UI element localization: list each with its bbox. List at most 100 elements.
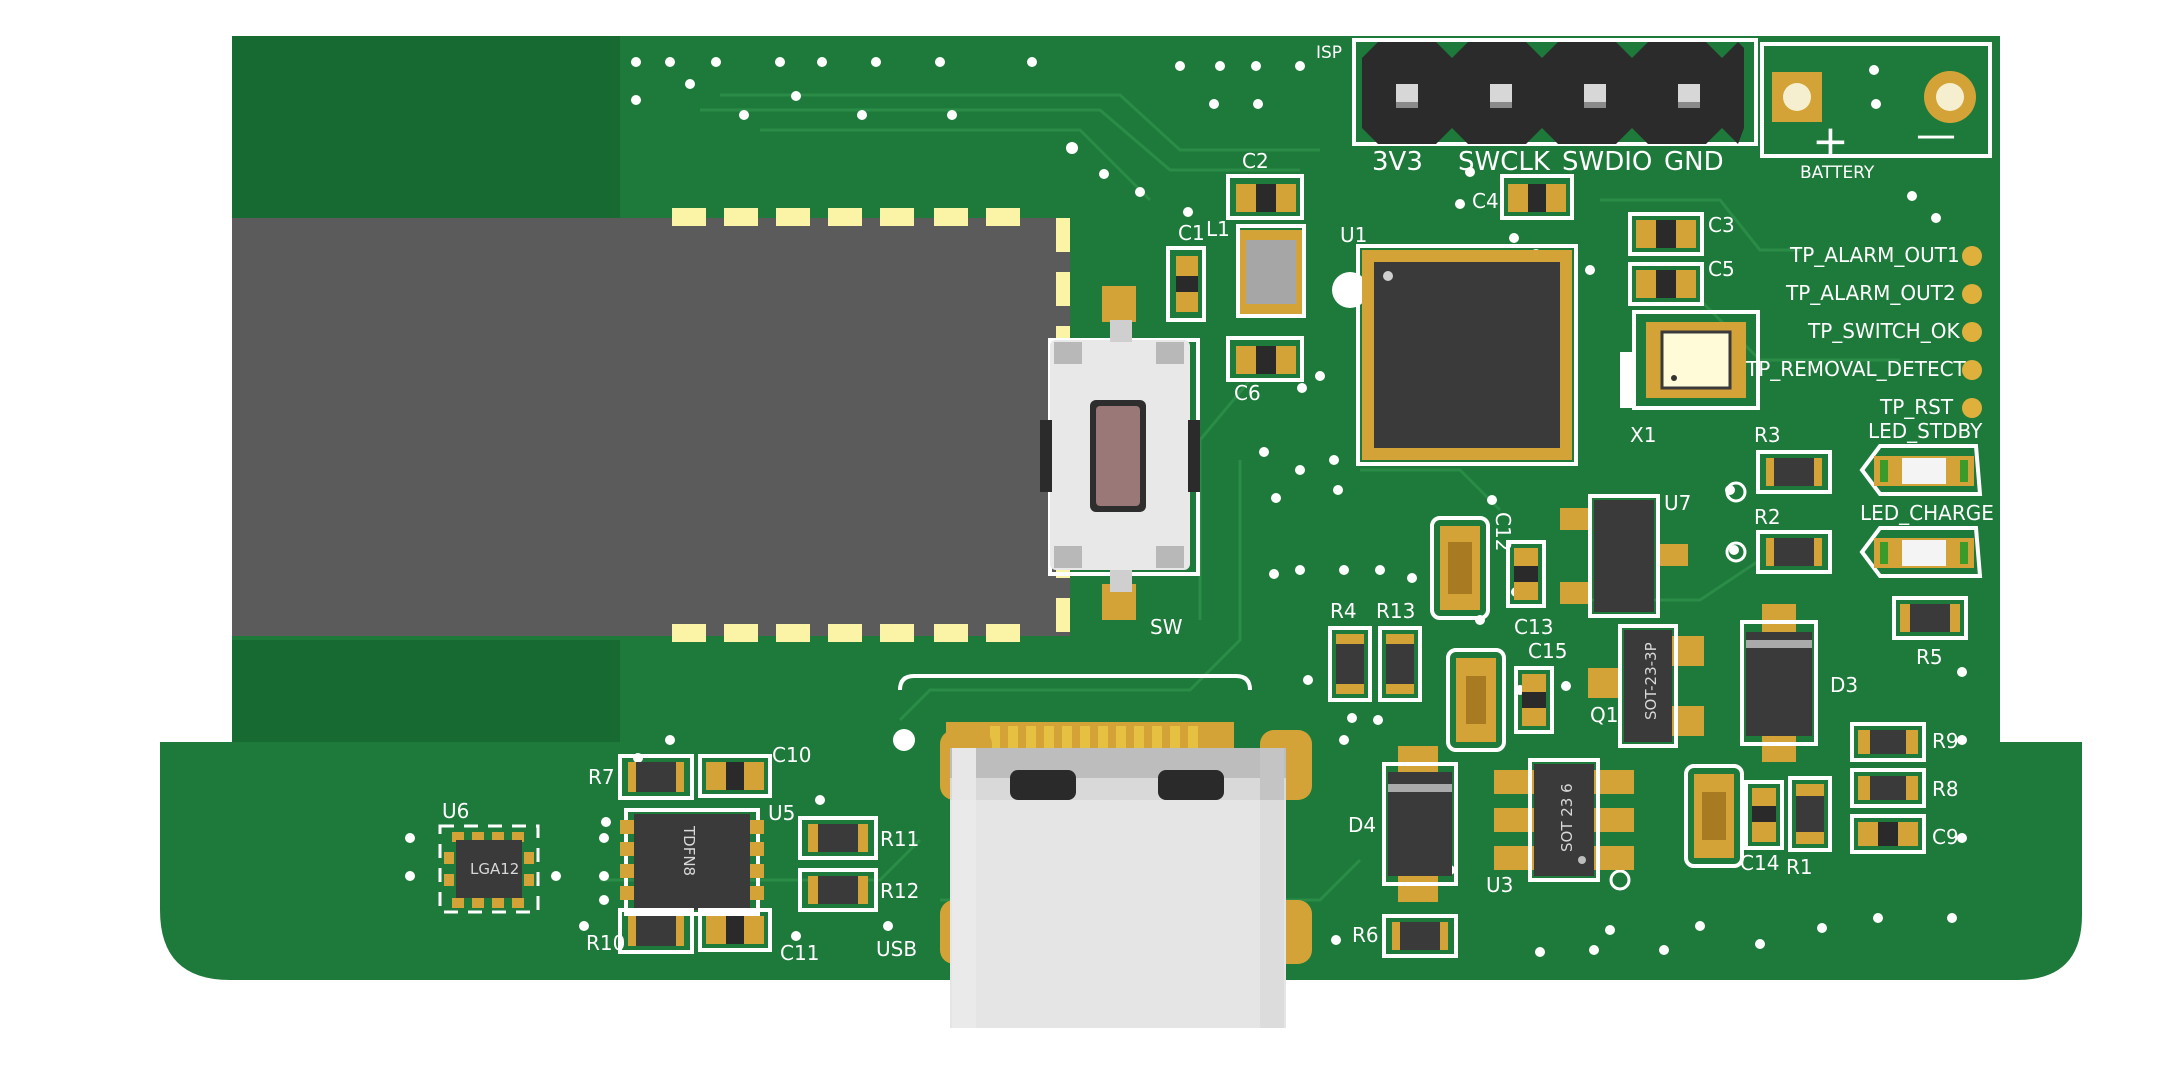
capacitor-c12 xyxy=(1506,540,1546,608)
pin-label-gnd: GND xyxy=(1664,147,1724,177)
chip-marking-u5: TDFN8 xyxy=(680,825,698,876)
copper-pour-region-lower xyxy=(232,640,620,742)
led-label-charge: LED_CHARGE xyxy=(1860,501,1994,525)
resistor-r7 xyxy=(618,754,694,800)
mounting-via xyxy=(893,729,915,751)
wireless-module xyxy=(232,208,1070,642)
refdes-r7: R7 xyxy=(588,765,615,789)
test-point-label-switch-ok: TP_SWITCH_OK xyxy=(1807,319,1960,343)
resistor-r11 xyxy=(798,816,878,860)
resistor-r1 xyxy=(1788,776,1832,852)
inductor-l1 xyxy=(1236,224,1306,318)
refdes-r5: R5 xyxy=(1916,645,1943,669)
refdes-c14: C14 xyxy=(1740,851,1779,875)
test-point-pads[interactable] xyxy=(1962,246,1982,418)
refdes-r2: R2 xyxy=(1754,505,1781,529)
pin-label-3v3: 3V3 xyxy=(1372,147,1423,177)
refdes-r9: R9 xyxy=(1932,729,1959,753)
refdes-r11: R11 xyxy=(880,827,919,851)
refdes-u5: U5 xyxy=(768,801,795,825)
ic-u3-outline xyxy=(1528,758,1600,882)
refdes-usb: USB xyxy=(876,937,917,961)
mcu-u1 xyxy=(1356,244,1578,466)
resistor-r13 xyxy=(1378,626,1422,702)
resistor-r5 xyxy=(1892,596,1968,640)
chip-marking-u3: SOT 23 6 xyxy=(1558,783,1576,852)
battery-minus-label: — xyxy=(1916,112,1956,158)
test-via-d3 xyxy=(1725,481,1747,503)
refdes-r8: R8 xyxy=(1932,777,1959,801)
refdes-c15: C15 xyxy=(1528,639,1567,663)
refdes-c4: C4 xyxy=(1472,189,1499,213)
capacitor-c15 xyxy=(1514,666,1554,734)
refdes-c5: C5 xyxy=(1708,257,1735,281)
isp-connector[interactable] xyxy=(1352,38,1758,146)
capacitor-c4 xyxy=(1500,174,1574,220)
chip-marking-u6: LGA12 xyxy=(470,860,519,878)
capacitor-c9 xyxy=(1850,814,1926,854)
test-via-r2 xyxy=(1725,541,1747,563)
refdes-r1: R1 xyxy=(1786,855,1813,879)
refdes-r6: R6 xyxy=(1352,923,1379,947)
refdes-u1: U1 xyxy=(1340,223,1367,247)
refdes-sw: SW xyxy=(1150,615,1183,639)
capacitor-c14-big xyxy=(1684,764,1744,868)
capacitor-c2 xyxy=(1226,174,1304,220)
isp-label: ISP xyxy=(1316,43,1342,63)
test-point-label-removal-detect: TP_REMOVAL_DETECT xyxy=(1745,357,1967,381)
pin-label-swclk: SWCLK xyxy=(1458,147,1551,177)
resistor-r3 xyxy=(1756,450,1832,494)
battery-label: BATTERY xyxy=(1800,163,1875,183)
led-standby xyxy=(1859,444,1983,496)
led-label-standby: LED_STDBY xyxy=(1868,419,1983,443)
refdes-c12: C12 xyxy=(1491,512,1515,551)
refdes-c10: C10 xyxy=(772,743,811,767)
refdes-c13: C13 xyxy=(1514,615,1553,639)
refdes-c1: C1 xyxy=(1178,221,1205,245)
test-point-label-rst: TP_RST xyxy=(1879,395,1954,419)
test-via-u3 xyxy=(1609,869,1631,891)
resistor-r8 xyxy=(1850,768,1926,808)
resistor-r4 xyxy=(1328,626,1372,702)
refdes-r4: R4 xyxy=(1330,599,1357,623)
resistor-r12 xyxy=(798,868,878,912)
resistor-r9 xyxy=(1850,722,1926,762)
capacitor-c6 xyxy=(1226,336,1304,382)
transistor-q1 xyxy=(1588,624,1704,748)
ic-u3 xyxy=(1494,770,1634,870)
refdes-r12: R12 xyxy=(880,879,919,903)
battery-connector[interactable] xyxy=(1760,42,1992,158)
refdes-c2: C2 xyxy=(1242,149,1269,173)
refdes-d3: D3 xyxy=(1830,673,1858,697)
refdes-l1: L1 xyxy=(1206,217,1230,241)
diode-d4 xyxy=(1382,746,1458,902)
refdes-c6: C6 xyxy=(1234,381,1261,405)
pin-label-swdio: SWDIO xyxy=(1562,147,1652,177)
refdes-r10: R10 xyxy=(586,931,625,955)
capacitor-c1 xyxy=(1166,246,1206,322)
led-charge xyxy=(1859,526,1983,578)
test-point-label-alarm-out2: TP_ALARM_OUT2 xyxy=(1785,281,1956,305)
refdes-q1: Q1 xyxy=(1590,703,1618,727)
ic-u3-pin1 xyxy=(1578,856,1586,864)
refdes-u6: U6 xyxy=(442,799,469,823)
refdes-c3: C3 xyxy=(1708,213,1735,237)
refdes-c11: C11 xyxy=(780,941,819,965)
copper-pour-region xyxy=(232,36,620,218)
diode-d3 xyxy=(1740,604,1818,762)
refdes-r13: R13 xyxy=(1376,599,1415,623)
capacitor-c5 xyxy=(1628,262,1704,306)
crystal-x1 xyxy=(1620,310,1760,410)
capacitor-c11 xyxy=(698,908,772,952)
capacitor-c7 xyxy=(1430,516,1490,620)
regulator-u7 xyxy=(1560,494,1688,618)
resistor-r2 xyxy=(1756,530,1832,574)
capacitor-c14 xyxy=(1744,780,1784,850)
refdes-u7: U7 xyxy=(1664,491,1691,515)
usb-c-connector[interactable] xyxy=(898,674,1312,1028)
refdes-x1: X1 xyxy=(1630,423,1656,447)
sensor-u6 xyxy=(438,824,540,914)
refdes-d4: D4 xyxy=(1348,813,1376,837)
tactile-switch[interactable] xyxy=(1040,286,1200,620)
